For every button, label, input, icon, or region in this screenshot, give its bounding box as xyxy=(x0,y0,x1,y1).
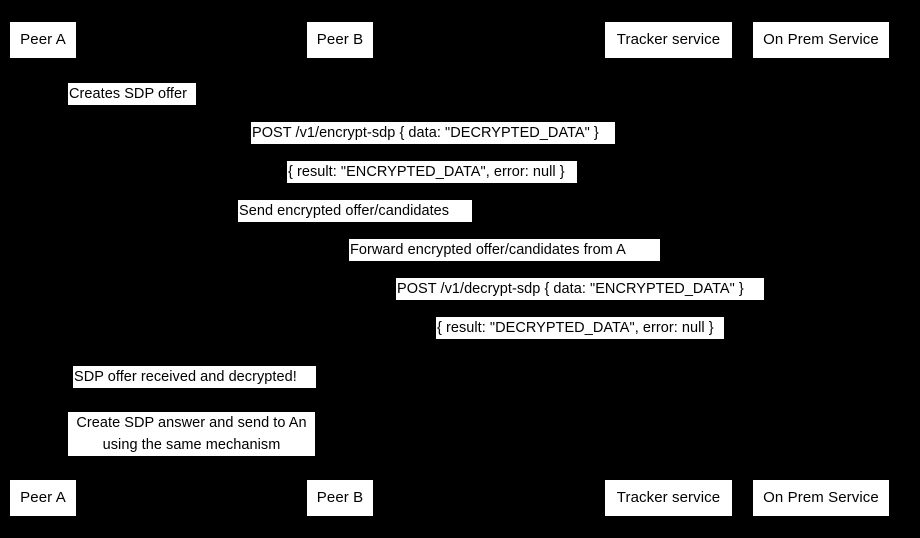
message-label: POST /v1/encrypt-sdp { data: "DECRYPTED_… xyxy=(251,122,615,144)
message-label: Creates SDP offer xyxy=(68,83,196,105)
message-label-line: using the same mechanism xyxy=(102,437,281,453)
message-label: SDP offer received and decrypted! xyxy=(73,366,316,388)
participant-box-tracker-service-bottom: Tracker service xyxy=(605,480,732,516)
participant-box-peer-b-bottom: Peer B xyxy=(307,480,373,516)
message-label: { result: "DECRYPTED_DATA", error: null … xyxy=(436,317,724,339)
message-label: Send encrypted offer/candidates xyxy=(238,200,472,222)
message-label: { result: "ENCRYPTED_DATA", error: null … xyxy=(287,161,577,183)
message-label: POST /v1/decrypt-sdp { data: "ENCRYPTED_… xyxy=(396,278,764,300)
participant-box-peer-a-top: Peer A xyxy=(10,22,76,58)
participant-box-peer-b-top: Peer B xyxy=(307,22,373,58)
message-label-line: Create SDP answer and send to An xyxy=(76,415,307,431)
participant-box-peer-a-bottom: Peer A xyxy=(10,480,76,516)
participant-box-tracker-service-top: Tracker service xyxy=(605,22,732,58)
message-label: Forward encrypted offer/candidates from … xyxy=(349,239,660,261)
participant-box-on-prem-service-bottom: On Prem Service xyxy=(753,480,889,516)
participant-box-on-prem-service-top: On Prem Service xyxy=(753,22,889,58)
message-label: Create SDP answer and send to An using th… xyxy=(68,412,315,456)
